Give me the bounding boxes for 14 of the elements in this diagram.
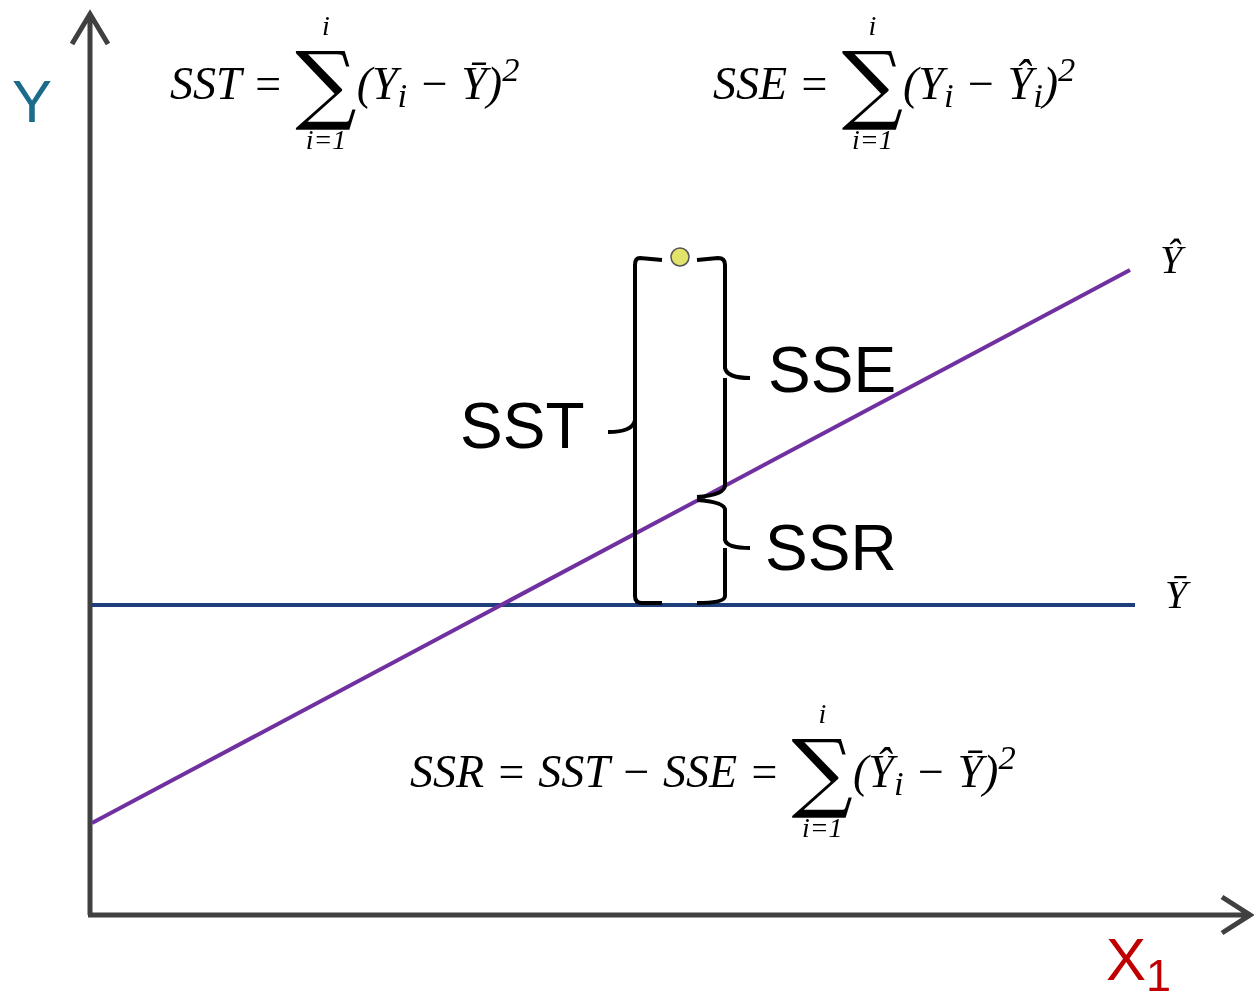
formula-term: (Ŷ$_{i}$ − Ȳ)$^{2}$ bbox=[853, 737, 1016, 805]
formula-lhs: SSR = SST − SSE = bbox=[410, 744, 780, 799]
upper-limit: i bbox=[818, 700, 827, 728]
sse-label: SSE bbox=[768, 334, 897, 406]
formula-lhs: SST = bbox=[170, 56, 284, 111]
upper-limit: i bbox=[322, 12, 330, 40]
upper-limit: i bbox=[868, 12, 877, 40]
formula-lhs: SSE = bbox=[713, 56, 830, 111]
sst-label: SST bbox=[460, 390, 585, 462]
x-axis-label: X$_{1}$ bbox=[1106, 926, 1172, 993]
formula-term: (Y$_{i}$ − Ŷ$_{i}$)$^{2}$ bbox=[903, 49, 1076, 117]
ssr-label: SSR bbox=[765, 512, 897, 584]
y-axis-label: Y bbox=[12, 68, 53, 135]
formula-term: (Y$_{i}$ − Ȳ)$^{2}$ bbox=[356, 49, 520, 117]
